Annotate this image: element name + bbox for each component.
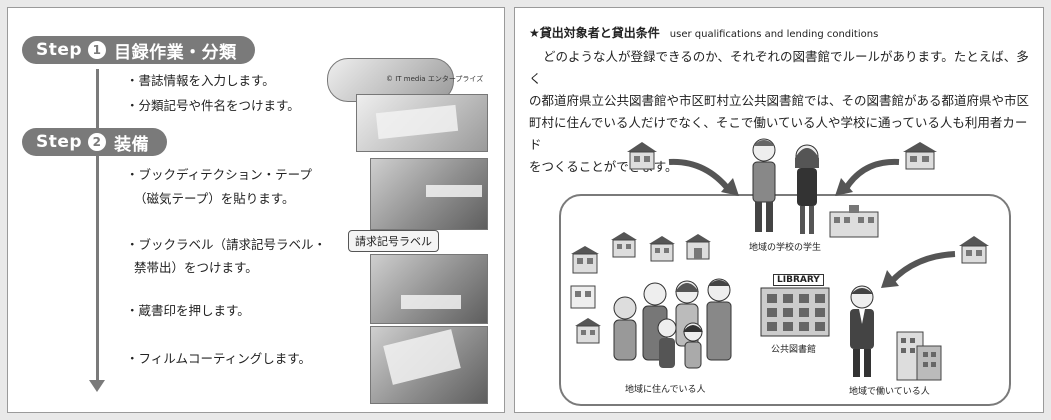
residents-family-icon <box>613 278 732 369</box>
house-icon <box>903 142 937 170</box>
worker-icon <box>850 285 874 377</box>
step2-bullet: ・ブックラベル（請求記号ラベル・ <box>126 237 327 252</box>
photo-tape <box>370 158 488 230</box>
flow-arrow-line <box>96 69 99 387</box>
section-title-en: user qualifications and lending conditio… <box>669 29 879 40</box>
step2-label: Step <box>36 132 83 152</box>
house-icon <box>649 236 675 262</box>
step1-bullet: ・分類記号や件名をつけます。 <box>126 98 300 113</box>
left-panel: Step 1 目録作業・分類 ・書誌情報を入力します。 ・分類記号や件名をつけま… <box>7 7 505 413</box>
house-icon <box>627 142 657 170</box>
body-line: 町村に住んでいる人だけでなく、そこで働いている人や学校に通っている人も利用者カー… <box>529 115 1028 152</box>
step1-number: 1 <box>88 41 107 59</box>
step1-label: Step <box>36 40 83 60</box>
step2-bullet: ・フィルムコーティングします。 <box>126 351 312 366</box>
caption-residents: 地域に住んでいる人 <box>625 385 706 395</box>
body-text: どのような人が登録できるのか、それぞれの図書館でルールがあります。たとえば、多く… <box>529 46 1034 178</box>
photo-stamp <box>370 254 488 324</box>
section-title-ja: ★貸出対象者と貸出条件 <box>529 26 660 40</box>
step2-bullet: （磁気テープ）を貼ります。 <box>134 191 295 206</box>
section-title: ★貸出対象者と貸出条件 user qualifications and lendi… <box>529 24 878 41</box>
arrow-icon <box>835 158 900 196</box>
step2-bullet: ・ブックディテクション・テープ <box>126 167 312 182</box>
flow-arrow-head <box>89 380 105 392</box>
library-sign: LIBRARY <box>773 274 824 286</box>
photo-credit: © IT media エンタープライズ <box>386 75 484 83</box>
house-icon <box>611 232 637 258</box>
step1-title: 目録作業・分類 <box>114 42 237 63</box>
arrow-icon <box>881 251 956 288</box>
house-icon <box>571 246 599 274</box>
house-icon <box>570 285 596 309</box>
school-icon <box>829 205 879 238</box>
caption-students: 地域の学校の学生 <box>749 243 822 253</box>
body-line: どのような人が登録できるのか、それぞれの図書館でルールがあります。たとえば、多く <box>529 49 1029 86</box>
house-icon <box>959 236 989 264</box>
house-icon <box>575 318 601 344</box>
student-girl-icon <box>795 144 819 234</box>
right-panel: ★貸出対象者と貸出条件 user qualifications and lendi… <box>514 7 1044 413</box>
community-area <box>559 194 1011 406</box>
step2-title: 装備 <box>114 134 150 155</box>
step1-heading: Step 1 目録作業・分類 <box>22 36 255 64</box>
caption-library: 公共図書館 <box>771 345 817 355</box>
library-building-icon <box>760 287 830 337</box>
step2-heading: Step 2 装備 <box>22 128 168 156</box>
callout-label: 請求記号ラベル <box>348 230 439 252</box>
photo-cataloging <box>356 94 488 152</box>
office-building-icon <box>896 331 942 381</box>
house-icon <box>685 234 711 260</box>
body-line: の都道府県立公共図書館や市区町村立公共図書館では、その図書館がある都道府県や市区 <box>529 93 1030 108</box>
photo-coating <box>370 326 488 404</box>
caption-workers: 地域で働いている人 <box>849 387 930 397</box>
arrow-icon <box>668 158 739 196</box>
step2-number: 2 <box>88 133 107 151</box>
step2-bullet: 禁帯出）をつけます。 <box>134 260 258 275</box>
body-line: をつくることができます。 <box>529 159 678 174</box>
step1-bullet: ・書誌情報を入力します。 <box>126 73 275 88</box>
student-boy-icon <box>752 138 776 232</box>
step2-bullet: ・蔵書印を押します。 <box>126 303 250 318</box>
